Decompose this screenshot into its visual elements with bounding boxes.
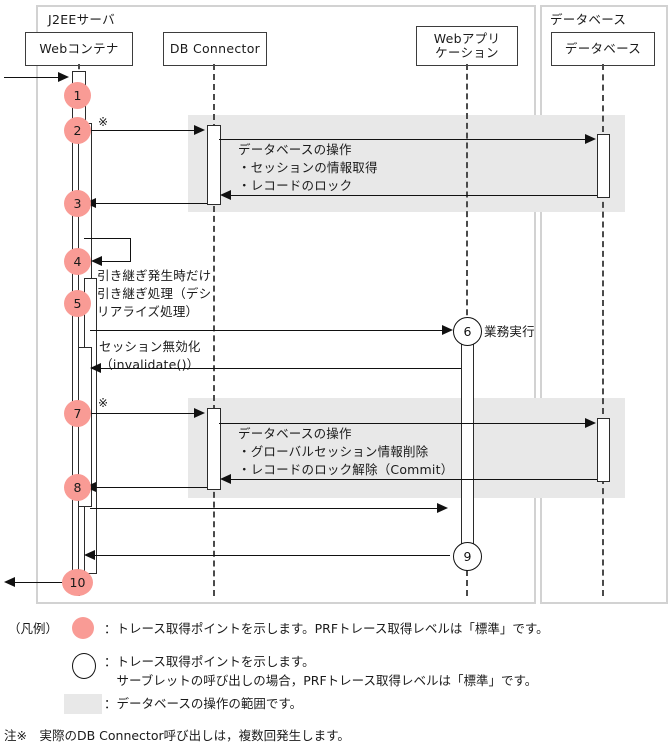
lifeline-web-application [466,64,468,325]
arrow-7-line [90,413,194,414]
arrow-db1-req-head [585,134,596,144]
trace-point-10: 10 [62,569,93,596]
trace-point-4: 4 [64,248,91,275]
arrow-4-self-head [91,256,102,266]
arrow-db1-ret-head [220,190,231,200]
participant-db-connector: DB Connector [163,32,267,66]
trace-point-9: 9 [453,542,482,571]
arrow-3-line [96,203,207,204]
lifeline-web-application-tail [466,570,468,596]
arrow-4-self-bottom [102,261,131,262]
lifeline-database-mid [602,192,604,414]
participant-database: データベース [551,32,655,66]
message-invalidate: セッション無効化 （invalidate()） [99,339,201,373]
arrow-entry-head [58,72,69,82]
arrow-2-line [84,130,194,131]
trace-point-6: 6 [453,317,482,346]
activation-db-connector-2 [207,408,221,490]
lifeline-database-tail [602,478,604,596]
participant-web-application: Webアプリ ケーション [416,26,518,66]
legend-item-shade-text: ：データベースの操作の範囲です。 [104,696,303,711]
arrow-db2-req-line [219,423,585,424]
message-db-operation-1: データベースの操作 ・セッションの情報取得 ・レコードのロック [238,142,378,194]
group-box-j2ee-server [36,5,536,604]
arrow-4-self-top [84,238,131,239]
trace-point-8: 8 [64,474,91,501]
arrow-6-head [442,325,453,335]
participant-web-container: Webコンテナ [25,32,133,66]
arrow-db2-req-head [585,418,596,428]
group-title-database: データベース [550,12,627,27]
legend-item-hollow-text: ：トレース取得ポイントを示します。 サーブレットの呼び出しの場合，PRFトレース… [104,654,538,688]
lifeline-db-connector [213,64,215,130]
group-title-j2ee-server: J2EEサーバ [48,12,115,27]
arrow-exit-line [14,582,64,583]
arrow-8-line [96,487,207,488]
legend-hollow-circle-icon [72,653,96,679]
arrow-resume-line [90,508,439,509]
arrow-9-head [84,550,95,560]
db-operation-region-2 [188,398,625,498]
arrow-db1-req-line [219,139,585,140]
arrow-db2-ret-head [220,474,231,484]
arrow-2-head [194,125,205,135]
trace-point-7: 7 [64,400,91,427]
lifeline-db-connector-tail [213,482,215,596]
footnote: 注※ 実際のDB Connector呼び出しは，複数回発生します。 [4,728,350,743]
group-box-database [540,5,668,604]
asterisk-annotation-1: ※ [98,115,109,129]
trace-point-2: 2 [64,117,91,144]
participant-web-application-label: Webアプリ ケーション [433,30,501,60]
message-business-execution: 業務実行 [484,324,535,339]
arrow-entry-line [4,77,60,78]
lifeline-db-connector-mid [213,196,215,411]
message-db-operation-2: データベースの操作 ・グローバルセッション情報削除 ・レコードのロック解除（Co… [238,426,454,478]
trace-point-5: 5 [64,290,91,317]
lifeline-database [602,64,604,132]
arrow-invalidate-line [101,368,461,369]
message-takeover: 引き継ぎ発生時だけ 引き継ぎ処理（デシ リアライズ処理） [97,268,212,320]
trace-point-3: 3 [64,190,91,217]
activation-database-1 [597,134,610,198]
legend-item-filled-text: ：トレース取得ポイントを示します。PRFトレース取得レベルは「標準」です。 [104,621,549,636]
arrow-7-head [194,408,205,418]
legend-title: （凡例） [8,621,59,636]
activation-web-application [461,330,474,564]
arrow-db1-ret-line [231,195,597,196]
asterisk-annotation-2: ※ [98,396,109,410]
activation-db-connector-1 [207,125,221,205]
trace-point-1: 1 [64,82,91,109]
arrow-resume-head [437,503,448,513]
arrow-6-line [90,330,445,331]
legend-gray-square-icon [64,694,102,714]
arrow-4-self-right [130,238,131,262]
arrow-9-line [95,555,450,556]
activation-web-container-nested-3 [78,347,92,507]
legend-filled-circle-icon [72,617,94,639]
arrow-invalidate-head [90,363,101,373]
arrow-db2-ret-line [231,479,597,480]
arrow-exit-head [4,577,15,587]
activation-database-2 [597,418,610,482]
